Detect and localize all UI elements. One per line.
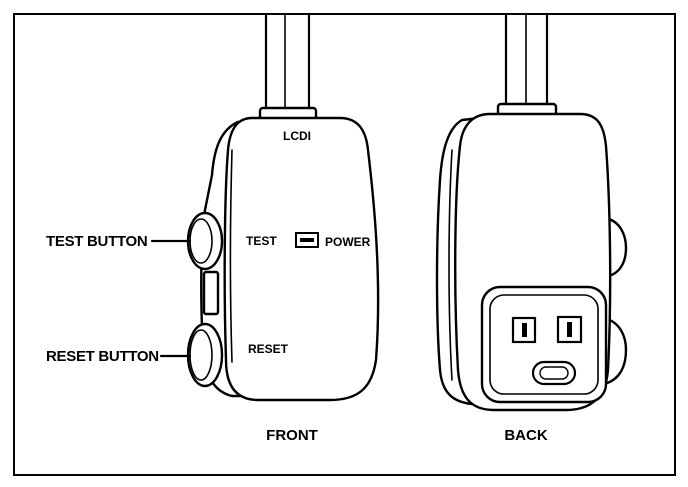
receptacle-ground-hole [533,362,575,384]
front-side-notch [204,272,218,314]
reset-button-callout: RESET BUTTON [46,348,159,365]
front-device: LCDI TEST POWER RESET [188,15,378,400]
reset-button[interactable] [188,324,222,386]
receptacle[interactable] [482,287,606,402]
test-label: TEST [246,234,277,248]
reset-label: RESET [248,342,289,356]
power-indicator [296,233,318,247]
test-button-callout: TEST BUTTON [46,233,147,250]
back-device [437,15,626,410]
brand-label: LCDI [283,129,311,143]
power-label: POWER [325,235,371,249]
front-cord [266,15,309,112]
receptacle-slot-right [558,317,581,342]
back-caption: BACK [504,427,547,444]
front-caption: FRONT [266,427,318,444]
front-face [225,118,378,400]
back-cord [506,15,547,106]
receptacle-slot-left [513,318,535,342]
test-button[interactable] [188,213,222,269]
